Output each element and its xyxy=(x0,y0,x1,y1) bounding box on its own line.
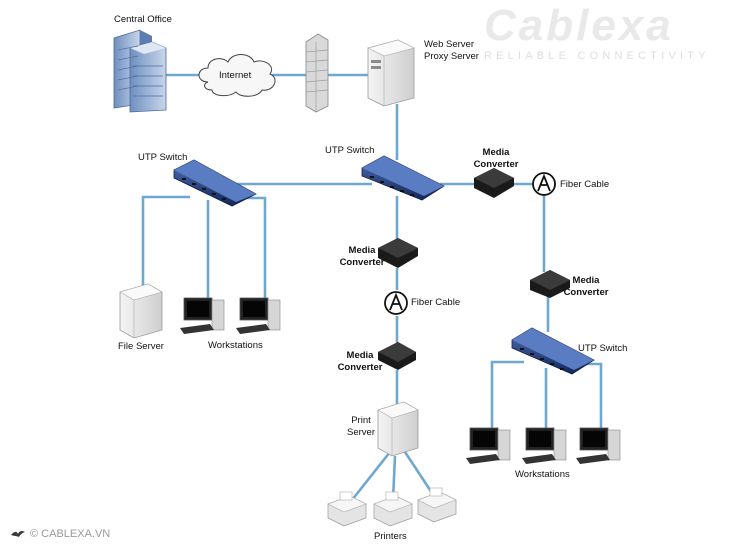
internet-cloud-icon xyxy=(198,54,276,97)
label-media-converter-top-line1: Media xyxy=(482,147,510,158)
link-left-switch-fileserver xyxy=(141,195,190,290)
label-utp-switch-center: UTP Switch xyxy=(325,145,375,156)
label-print-server-line1: Print xyxy=(351,415,371,426)
label-media-converter-top: Media Converter xyxy=(470,147,522,171)
link-print-printer3 xyxy=(403,451,436,497)
label-web-server-line1: Web Server xyxy=(424,39,474,50)
link-right-switch-ws xyxy=(490,360,524,430)
brand-tagline: RELIABLE CONNECTIVITY xyxy=(484,50,710,62)
printer-2-icon xyxy=(373,491,413,527)
utp-switch-center-icon xyxy=(361,155,445,201)
utp-switch-left-icon xyxy=(173,159,257,207)
media-converter-top-icon xyxy=(474,168,514,198)
copyright-footer: © CABLEXA.VN xyxy=(10,528,110,540)
label-utp-switch-right: UTP Switch xyxy=(578,343,628,354)
label-media-converter-mid-line2: Converter xyxy=(339,257,385,268)
printer-3-icon xyxy=(417,487,457,523)
label-media-converter-right-line1: Media xyxy=(572,275,600,286)
media-converter-mid-icon xyxy=(378,238,418,268)
central-office-building-icon xyxy=(113,29,167,113)
label-internet: Internet xyxy=(219,70,252,81)
brand-logo: Cablexa xyxy=(484,1,674,50)
link-left-switch-ws2 xyxy=(230,196,267,300)
label-printers: Printers xyxy=(374,531,407,542)
workstation-left-2-icon xyxy=(236,297,281,334)
label-workstations-right: Workstations xyxy=(515,469,570,480)
link-fiber-right-branch xyxy=(542,182,556,272)
label-media-converter-low: Media Converter xyxy=(334,350,386,374)
fiber-cable-mid-icon xyxy=(384,291,408,315)
connection-lines xyxy=(141,73,603,501)
label-fiber-cable-right: Fiber Cable xyxy=(560,179,610,190)
label-workstations-left: Workstations xyxy=(208,340,263,351)
swallow-logo-icon xyxy=(11,530,25,537)
web-server-icon xyxy=(367,39,415,107)
workstation-right-1-icon xyxy=(466,427,511,464)
label-media-converter-right: Media Converter xyxy=(560,275,612,299)
utp-switch-right-icon xyxy=(511,327,595,375)
printer-1-icon xyxy=(327,491,367,527)
label-media-converter-top-line2: Converter xyxy=(473,159,519,170)
print-server-icon xyxy=(377,401,419,457)
media-converter-right-icon xyxy=(530,270,570,298)
label-fiber-cable-mid: Fiber Cable xyxy=(411,297,461,308)
link-print-printer1 xyxy=(350,451,392,501)
file-server-icon xyxy=(119,283,163,339)
label-media-converter-low-line2: Converter xyxy=(337,362,383,373)
copyright-text: © CABLEXA.VN xyxy=(30,528,111,540)
workstation-left-1-icon xyxy=(180,297,225,334)
label-web-server: Web Server Proxy Server xyxy=(424,39,479,63)
workstation-right-2-icon xyxy=(522,427,567,464)
link-right-switch-ws3 xyxy=(570,362,603,430)
label-media-converter-mid: Media Converter xyxy=(336,245,388,269)
label-central-office: Central Office xyxy=(114,14,172,25)
label-media-converter-mid-line1: Media xyxy=(348,245,376,256)
workstation-right-3-icon xyxy=(576,427,621,464)
label-print-server: Print Server xyxy=(343,415,379,439)
label-print-server-line2: Server xyxy=(347,427,375,438)
label-utp-switch-left: UTP Switch xyxy=(138,152,188,163)
fiber-cable-right-icon xyxy=(532,172,556,196)
media-converter-low-icon xyxy=(378,342,416,370)
label-web-server-line2: Proxy Server xyxy=(424,51,479,62)
label-file-server: File Server xyxy=(118,341,164,352)
label-media-converter-right-line2: Converter xyxy=(563,287,609,298)
label-media-converter-low-line1: Media xyxy=(346,350,374,361)
firewall-icon xyxy=(305,33,329,113)
